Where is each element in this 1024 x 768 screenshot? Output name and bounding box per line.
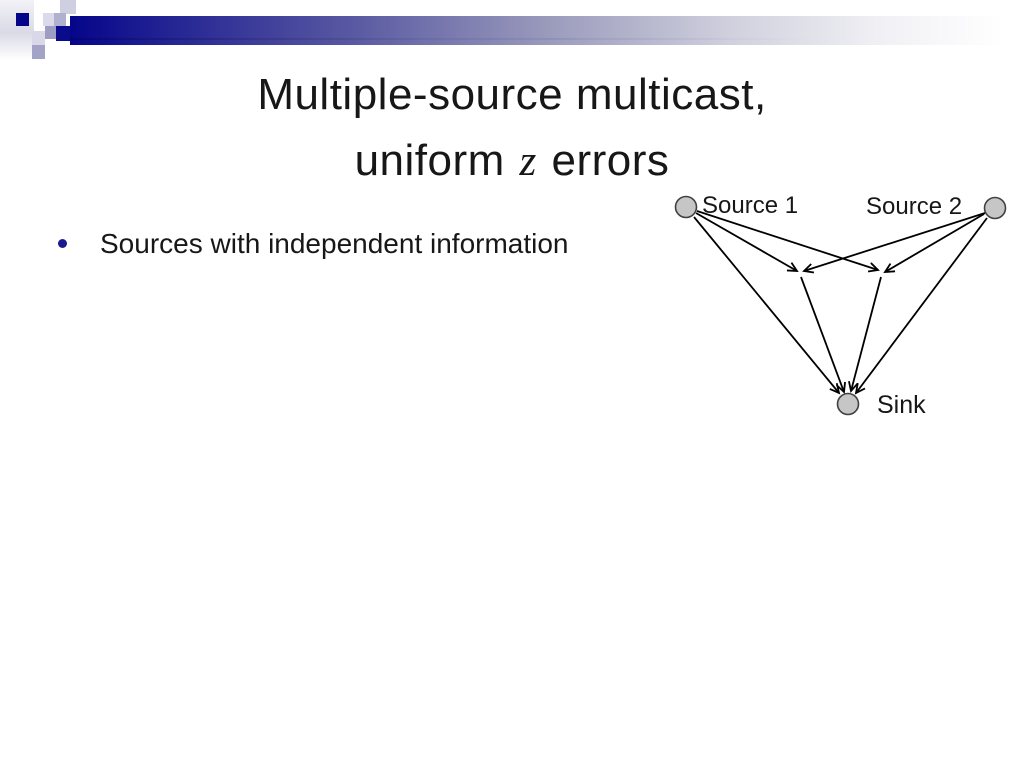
decor-square <box>54 13 66 26</box>
bullet-item: Sources with independent information <box>58 226 569 262</box>
sink-node <box>836 392 860 416</box>
bullet-text: Sources with independent information <box>100 228 569 259</box>
edge-source1-to-left-junction <box>695 212 799 273</box>
bullet-dot <box>58 239 67 248</box>
edge-source2-to-sink <box>854 217 988 395</box>
header-left-gradient <box>0 0 34 60</box>
source1-label: Source 1 <box>702 192 799 219</box>
edge-right-junction-to-sink <box>848 276 882 393</box>
source2-label: Source 2 <box>866 193 963 220</box>
slide-title: Multiple-source multicast, uniform z err… <box>0 62 1024 195</box>
network-diagram: Source 1 Source 2 Sink <box>630 180 1024 430</box>
slide-title-line2-suffix: errors <box>538 136 670 185</box>
decor-square <box>43 13 54 26</box>
source2-node <box>983 196 1007 220</box>
network-diagram-canvas <box>674 195 1007 416</box>
decor-square <box>32 31 45 45</box>
edge-left-junction-to-sink <box>800 276 846 394</box>
math-variable-z: z <box>519 138 537 185</box>
edge-source2-to-left-junction <box>802 212 986 274</box>
slide-title-line2: uniform z errors <box>0 128 1024 195</box>
slide-title-line1: Multiple-source multicast, <box>257 70 767 119</box>
sink-label: Sink <box>877 391 926 419</box>
edge-source2-to-right-junction <box>883 213 985 274</box>
decor-square <box>56 26 70 41</box>
decor-square <box>60 0 76 14</box>
edge-source1-to-right-junction <box>696 210 880 273</box>
source1-node <box>674 195 698 219</box>
edge-source1-to-sink <box>693 216 841 395</box>
decor-square <box>32 45 45 59</box>
decor-square <box>16 13 29 26</box>
header-bar <box>70 16 1024 45</box>
decor-square <box>45 26 56 39</box>
slide-title-line2-prefix: uniform <box>354 136 518 185</box>
header-bar-seam <box>70 38 1024 40</box>
